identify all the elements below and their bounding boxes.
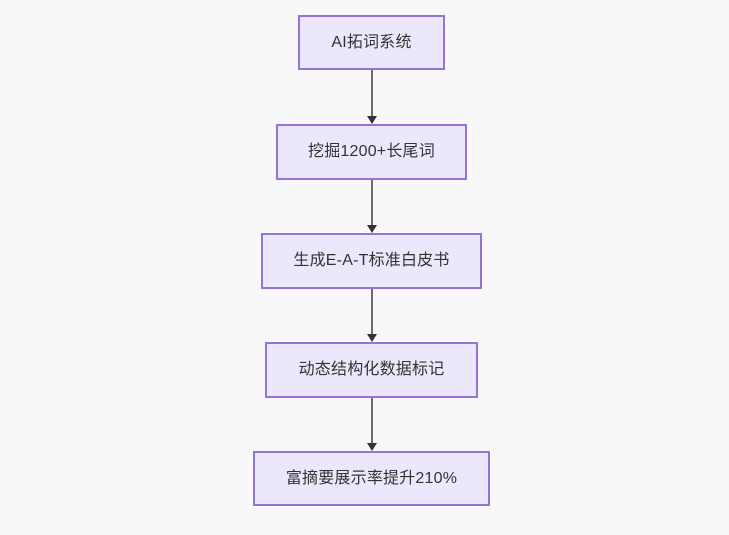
flow-node-mine-longtail-keywords[interactable]: 挖掘1200+长尾词 [276,124,467,180]
flow-edge-n1-n2 [367,70,377,124]
edge-line [371,70,373,117]
arrow-head-icon [367,443,377,451]
flow-node-label: 生成E-A-T标准白皮书 [293,252,450,270]
arrow-head-icon [367,334,377,342]
arrow-head-icon [367,225,377,233]
edge-line [371,289,373,335]
edge-line [371,398,373,444]
flow-node-dynamic-structured-data[interactable]: 动态结构化数据标记 [265,342,478,398]
flow-node-rich-snippet-uplift[interactable]: 富摘要展示率提升210% [253,451,490,506]
flow-edge-n2-n3 [367,180,377,233]
edge-line [371,180,373,226]
flow-node-label: 富摘要展示率提升210% [285,469,458,487]
flow-node-ai-keyword-system[interactable]: AI拓词系统 [298,15,445,70]
flow-node-label: 动态结构化数据标记 [298,361,445,379]
arrow-head-icon [367,116,377,124]
flow-node-label: AI拓词系统 [331,33,412,51]
flow-node-generate-eat-whitepaper[interactable]: 生成E-A-T标准白皮书 [261,233,482,289]
flow-node-label: 挖掘1200+长尾词 [308,143,435,161]
flow-edge-n4-n5 [367,398,377,451]
flow-edge-n3-n4 [367,289,377,342]
